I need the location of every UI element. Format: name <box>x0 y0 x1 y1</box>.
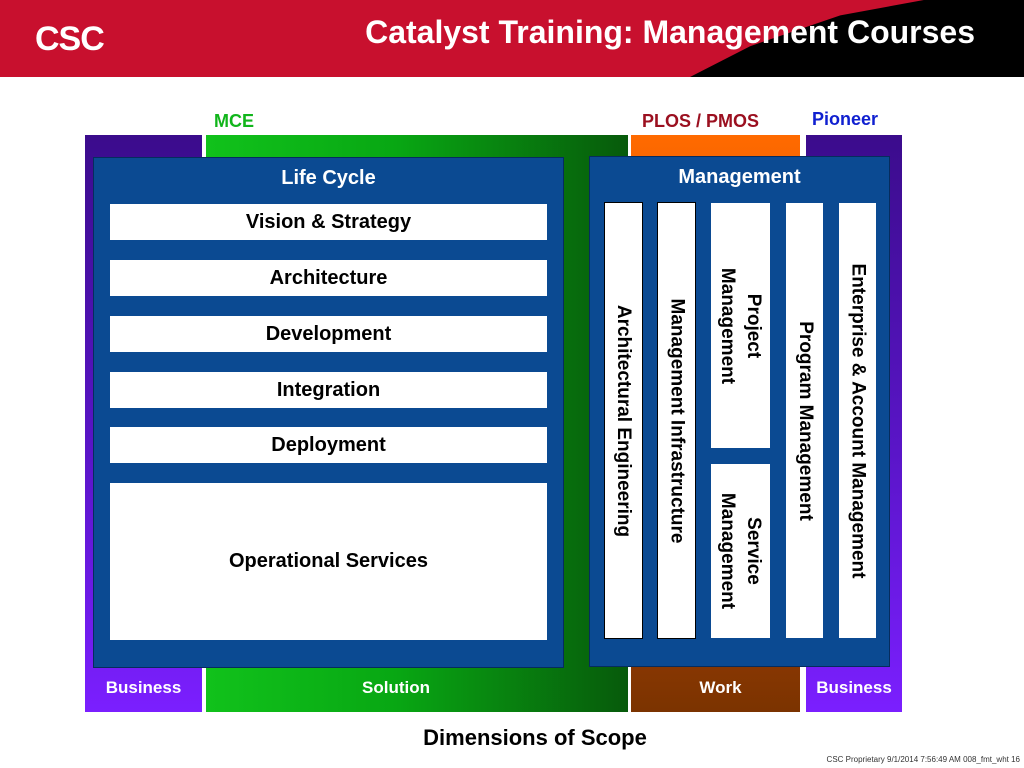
management-infrastructure-label: Management Infrastructure <box>666 298 688 543</box>
lifecycle-item-label: Development <box>265 322 392 345</box>
service-management-line2: Management <box>717 492 739 610</box>
column-label-business-right: Business <box>816 678 892 697</box>
label-mce: MCE <box>214 111 254 131</box>
label-plos-pmos: PLOS / PMOS <box>642 111 760 131</box>
lifecycle-item-deployment: Deployment <box>109 426 548 464</box>
lifecycle-item-integration: Integration <box>109 371 548 409</box>
column-label-work: Work <box>699 678 742 697</box>
project-management-box: Project Management <box>710 202 771 449</box>
program-management-box: Program Management <box>785 202 824 639</box>
column-label-business-left: Business <box>105 678 182 697</box>
management-infrastructure-box: Management Infrastructure <box>657 202 696 639</box>
lifecycle-item-label: Operational Services <box>229 550 428 572</box>
life-cycle-title: Life Cycle <box>281 167 376 189</box>
lifecycle-item-label: Integration <box>276 378 381 401</box>
column-label-solution: Solution <box>362 678 430 697</box>
csc-logo-text: CSC <box>35 20 104 56</box>
project-management-label: Project Management <box>715 267 767 383</box>
architectural-engineering-label: Architectural Engineering <box>613 304 635 537</box>
program-management-label: Program Management <box>794 320 816 521</box>
lifecycle-item-label: Vision & Strategy <box>245 210 412 233</box>
service-management-line1: Service <box>743 517 765 585</box>
label-pioneer: Pioneer <box>812 109 879 129</box>
lifecycle-item-operational-services: Operational Services <box>109 482 548 641</box>
project-management-line1: Project <box>743 293 765 358</box>
service-management-box: Service Management <box>710 463 771 639</box>
lifecycle-item-label: Deployment <box>271 433 386 456</box>
footer-note: CSC Proprietary 9/1/2014 7:56:49 AM 008_… <box>826 755 1020 764</box>
service-management-label: Service Management <box>715 493 767 609</box>
lifecycle-item-architecture: Architecture <box>109 259 548 297</box>
enterprise-account-management-label: Enterprise & Account Management <box>847 263 869 578</box>
project-management-line2: Management <box>717 267 739 384</box>
dimensions-of-scope-title: Dimensions of Scope <box>423 725 647 750</box>
page-title: Catalyst Training: Management Courses <box>365 14 975 50</box>
csc-logo: CSC <box>35 20 105 58</box>
lifecycle-item-label: Architecture <box>269 266 388 289</box>
management-title: Management <box>678 166 801 188</box>
enterprise-account-management-box: Enterprise & Account Management <box>838 202 877 639</box>
architectural-engineering-box: Architectural Engineering <box>604 202 643 639</box>
lifecycle-item-development: Development <box>109 315 548 353</box>
lifecycle-item-vision-strategy: Vision & Strategy <box>109 203 548 241</box>
